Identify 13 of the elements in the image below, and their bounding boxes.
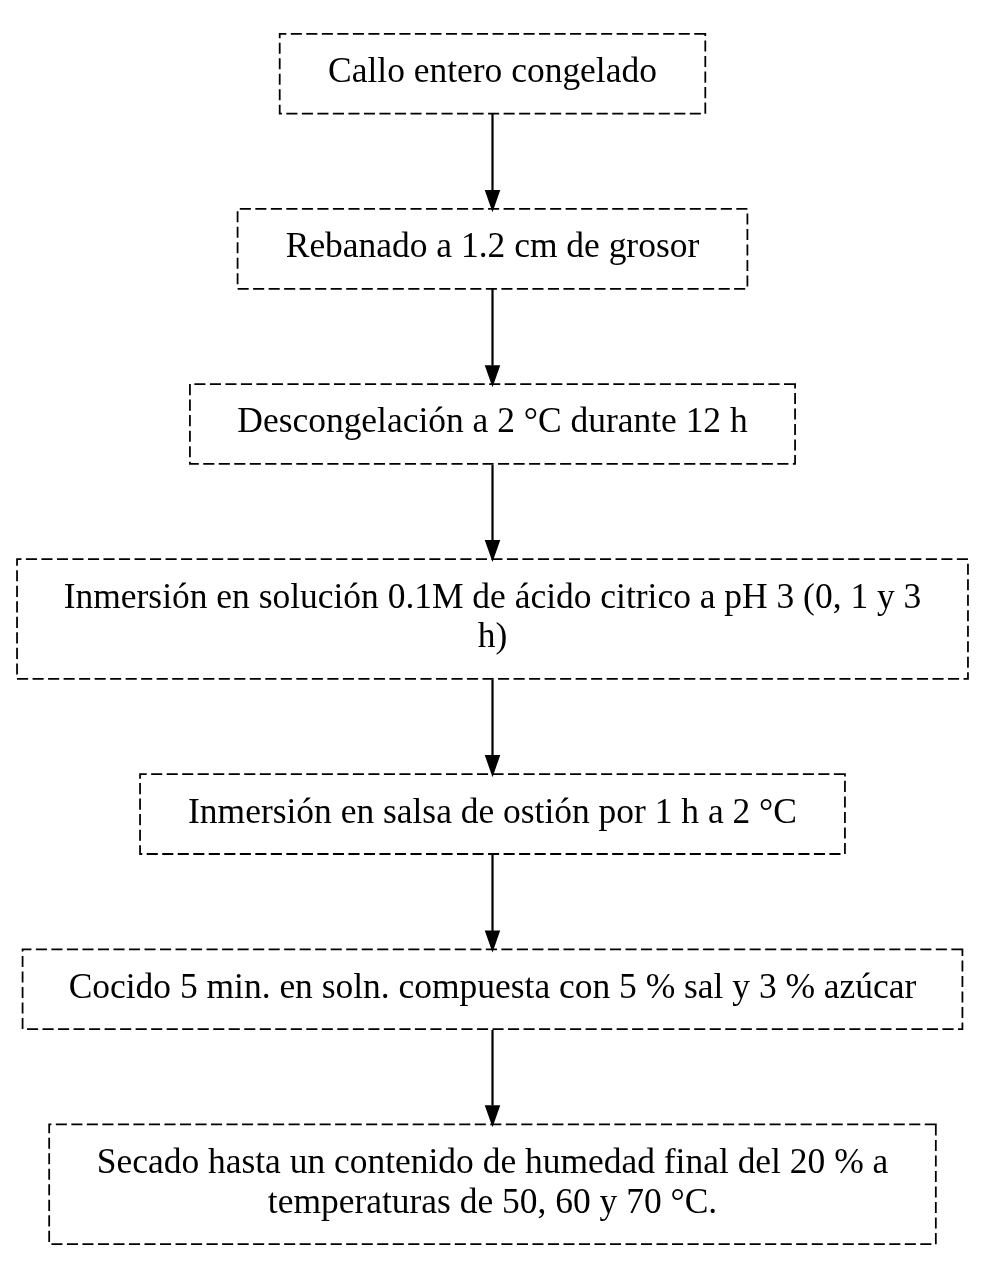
node-box: Descongelación a 2 °C durante 12 h <box>189 383 796 465</box>
node-box: Callo entero congelado <box>278 33 707 115</box>
node-box: Cocido 5 min. en soln. compuesta con 5 % sal y 3 % azúcar <box>21 948 964 1030</box>
arrow <box>484 289 501 388</box>
node-box: Secado hasta un contenido de humedad final del 20 % a temperaturas de 50, 60 y 70 °C. <box>48 1123 937 1245</box>
arrow <box>484 1030 501 1128</box>
node-box: Rebanado a 1.2 cm de grosor <box>236 208 749 290</box>
arrow <box>484 854 501 953</box>
node-box: Inmersión en solución 0.1M de ácido citrico a pH 3 (0, 1 y 3 h) <box>16 558 969 680</box>
arrow <box>484 679 501 778</box>
node-box: Inmersión en salsa de ostión por 1 h a 2 °C <box>139 773 846 855</box>
arrow <box>484 113 501 213</box>
arrow <box>484 464 501 563</box>
